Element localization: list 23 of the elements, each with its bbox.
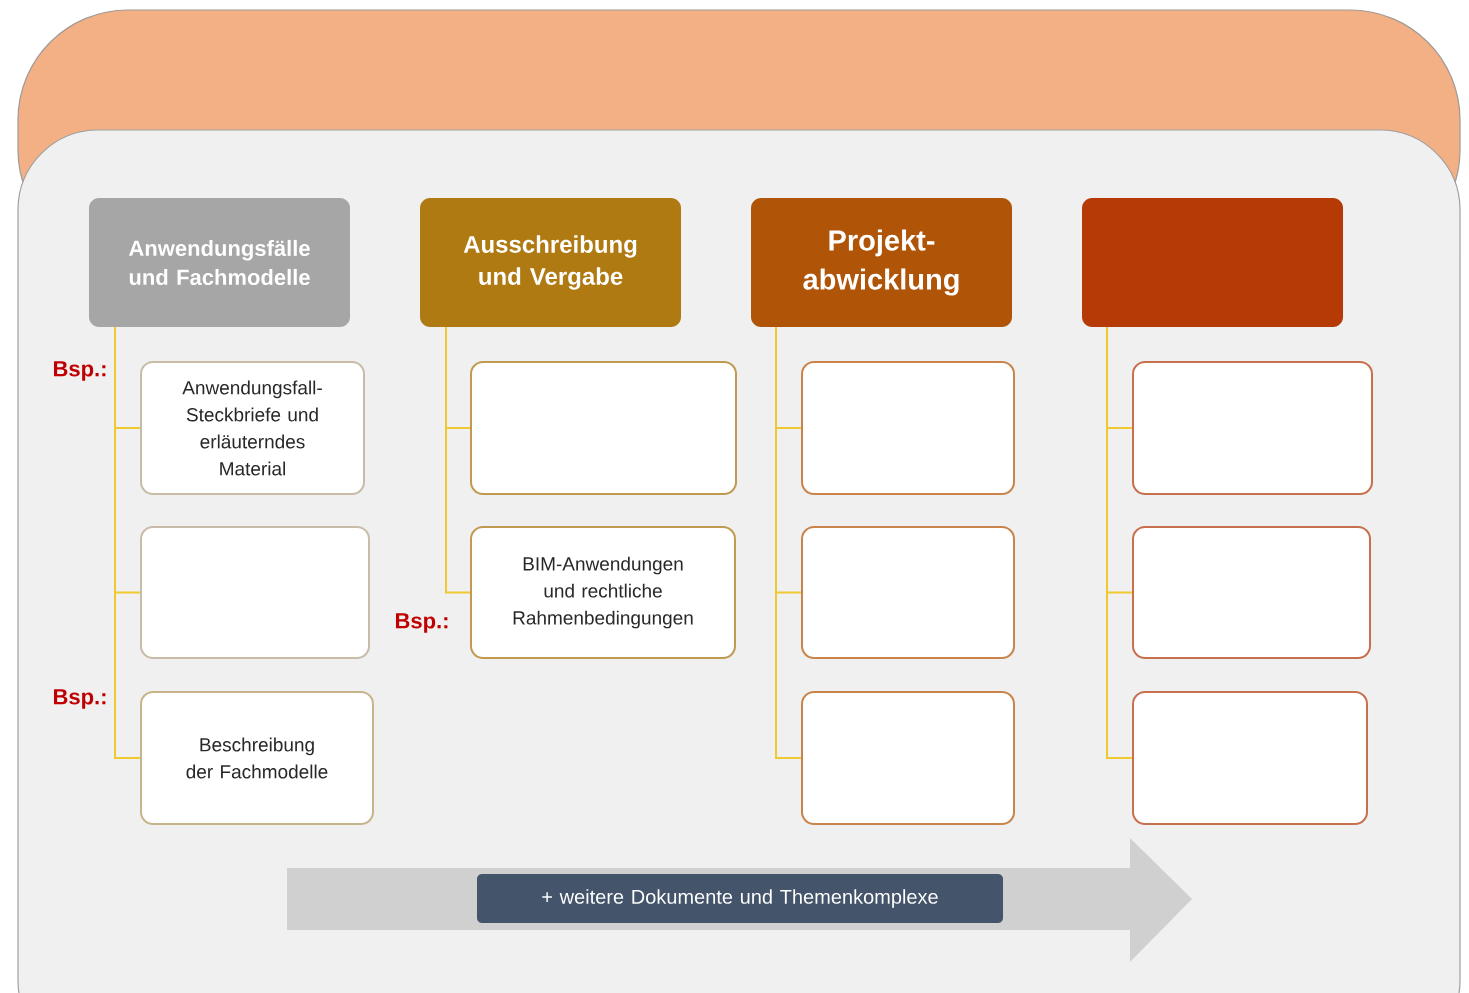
banner-label: + weitere Dokumente und Themenkomplexe — [477, 874, 1003, 923]
document-box — [140, 526, 370, 659]
connector-line — [1106, 326, 1133, 759]
example-label: Bsp.: — [54, 361, 106, 381]
category-header: Anwendungsfälle und Fachmodelle — [89, 198, 350, 327]
document-box: BIM-Anwendungen und rechtliche Rahmenbedingungen — [470, 526, 736, 659]
connector-line — [775, 326, 802, 759]
document-box: Anwendungsfall-Steckbriefe und erläuterndes Material — [140, 361, 365, 495]
document-box — [801, 526, 1015, 659]
document-box — [801, 691, 1015, 825]
connector-line — [445, 326, 471, 594]
example-label: Bsp.: — [54, 689, 106, 709]
document-box — [1132, 691, 1368, 825]
category-header: Ausschreibung und Vergabe — [420, 198, 681, 327]
document-box — [1132, 361, 1373, 495]
document-box — [801, 361, 1015, 495]
example-label: Bsp.: — [396, 613, 448, 633]
connector-line — [114, 326, 141, 759]
document-box — [1132, 526, 1371, 659]
category-header: Projekt-abwicklung — [751, 198, 1012, 327]
category-header-box — [1082, 198, 1343, 327]
document-box — [470, 361, 737, 495]
document-box: Beschreibung der Fachmodelle — [140, 691, 374, 825]
